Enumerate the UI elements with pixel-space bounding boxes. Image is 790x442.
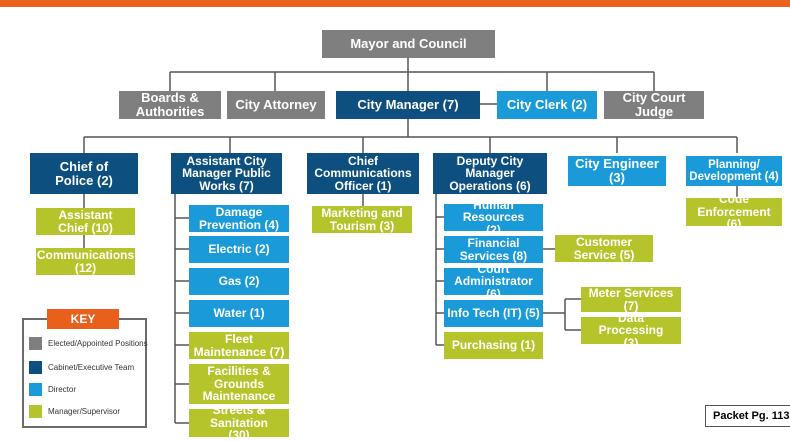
damage-prevention-box: Damage Prevention (4) (189, 205, 289, 232)
city-clerk-box: City Clerk (2) (497, 91, 597, 119)
marketing-tourism-label: Marketing and Tourism (3) (321, 205, 403, 233)
boards-authorities-box: Boards & Authorities (119, 91, 221, 119)
chief-communications-officer-box: Chief Communications Officer (1) (307, 153, 419, 194)
city-attorney-box: City Attorney (227, 91, 325, 119)
city-engineer-box: City Engineer (3) (568, 156, 666, 186)
code-enforcement-label: Code Enforcement (6) (697, 192, 771, 232)
packet-page-number: Packet Pg. 113 (705, 405, 790, 427)
deputy-city-manager-operations-label: Deputy City Manager Operations (6) (449, 153, 531, 193)
info-tech-box: Info Tech (IT) (5) (444, 300, 543, 327)
planning-development-label: Planning/ Development (4) (689, 158, 779, 183)
key-legend (22, 318, 147, 428)
water-label: Water (1) (213, 306, 265, 321)
manager-swatch (29, 405, 42, 418)
key-director-label: Director (48, 385, 77, 394)
customer-service-box: Customer Service (5) (555, 235, 653, 262)
city-court-judge-box: City Court Judge (604, 91, 704, 119)
key-row-director: Director (29, 383, 76, 396)
cabinet-swatch (29, 361, 42, 374)
city-attorney-label: City Attorney (235, 97, 317, 113)
city-manager-label: City Manager (7) (357, 97, 459, 113)
mayor-and-council-label: Mayor and Council (350, 36, 467, 52)
director-swatch (29, 383, 42, 396)
facilities-grounds-label: Facilities & Grounds Maintenance (202, 364, 276, 404)
court-administrator-box: Court Administrator (6) (444, 262, 543, 300)
electric-box: Electric (2) (189, 236, 289, 263)
code-enforcement-box: Code Enforcement (6) (686, 193, 782, 231)
gas-box: Gas (2) (189, 268, 289, 295)
mayor-and-council-box: Mayor and Council (322, 30, 495, 58)
key-cabinet-label: Cabinet/Executive Team (48, 363, 135, 372)
info-tech-label: Info Tech (IT) (5) (447, 306, 540, 321)
chief-communications-officer-label: Chief Communications Officer (1) (314, 153, 412, 193)
police-communications-label: Communications (12) (36, 247, 135, 275)
acm-public-works-box: Assistant City Manager Public Works (7) (171, 153, 282, 194)
fleet-maintenance-label: Fleet Maintenance (7) (193, 331, 285, 359)
streets-sanitation-box: Streets & Sanitation (30) (189, 404, 289, 442)
boards-authorities-label: Boards & Authorities (135, 90, 205, 119)
data-processing-label: Data Processing (3) (598, 310, 664, 350)
financial-services-box: Financial Services (8) (444, 236, 543, 263)
key-row-cabinet: Cabinet/Executive Team (29, 361, 134, 374)
planning-development-box: Planning/ Development (4) (686, 156, 782, 186)
acm-public-works-label: Assistant City Manager Public Works (7) (182, 153, 271, 193)
chief-of-police-box: Chief of Police (2) (30, 153, 138, 194)
customer-service-label: Customer Service (5) (573, 234, 635, 262)
facilities-grounds-box: Facilities & Grounds Maintenance (189, 364, 289, 404)
chief-of-police-label: Chief of Police (2) (55, 158, 113, 188)
marketing-tourism-box: Marketing and Tourism (3) (312, 206, 412, 233)
key-row-elected: Elected/Appointed Positions (29, 337, 148, 350)
key-title: KEY (47, 309, 119, 329)
water-box: Water (1) (189, 300, 289, 327)
financial-services-label: Financial Services (8) (459, 235, 528, 263)
deputy-city-manager-operations-box: Deputy City Manager Operations (6) (433, 153, 547, 194)
city-manager-box: City Manager (7) (336, 91, 480, 119)
elected-swatch (29, 337, 42, 350)
police-communications-box: Communications (12) (36, 248, 135, 275)
meter-services-label: Meter Services (7) (588, 285, 674, 313)
electric-label: Electric (2) (208, 242, 270, 257)
city-clerk-label: City Clerk (2) (506, 97, 588, 113)
human-resources-label: Human Resources (2) (462, 197, 525, 237)
purchasing-label: Purchasing (1) (451, 338, 536, 353)
top-accent-bar (0, 0, 790, 7)
meter-services-box: Meter Services (7) (581, 287, 681, 312)
streets-sanitation-label: Streets & Sanitation (30) (209, 403, 268, 442)
city-court-judge-label: City Court Judge (622, 90, 686, 119)
fleet-maintenance-box: Fleet Maintenance (7) (189, 332, 289, 359)
damage-prevention-label: Damage Prevention (4) (198, 204, 279, 232)
court-administrator-label: Court Administrator (6) (454, 261, 533, 301)
assistant-chief-box: Assistant Chief (10) (36, 208, 135, 235)
assistant-chief-label: Assistant Chief (10) (58, 207, 113, 235)
key-manager-label: Manager/Supervisor (48, 407, 121, 416)
data-processing-box: Data Processing (3) (581, 311, 681, 349)
city-engineer-label: City Engineer (3) (575, 156, 659, 185)
human-resources-box: Human Resources (2) (444, 198, 543, 236)
key-elected-label: Elected/Appointed Positions (48, 339, 148, 348)
gas-label: Gas (2) (218, 274, 260, 289)
key-row-manager: Manager/Supervisor (29, 405, 120, 418)
purchasing-box: Purchasing (1) (444, 332, 543, 359)
